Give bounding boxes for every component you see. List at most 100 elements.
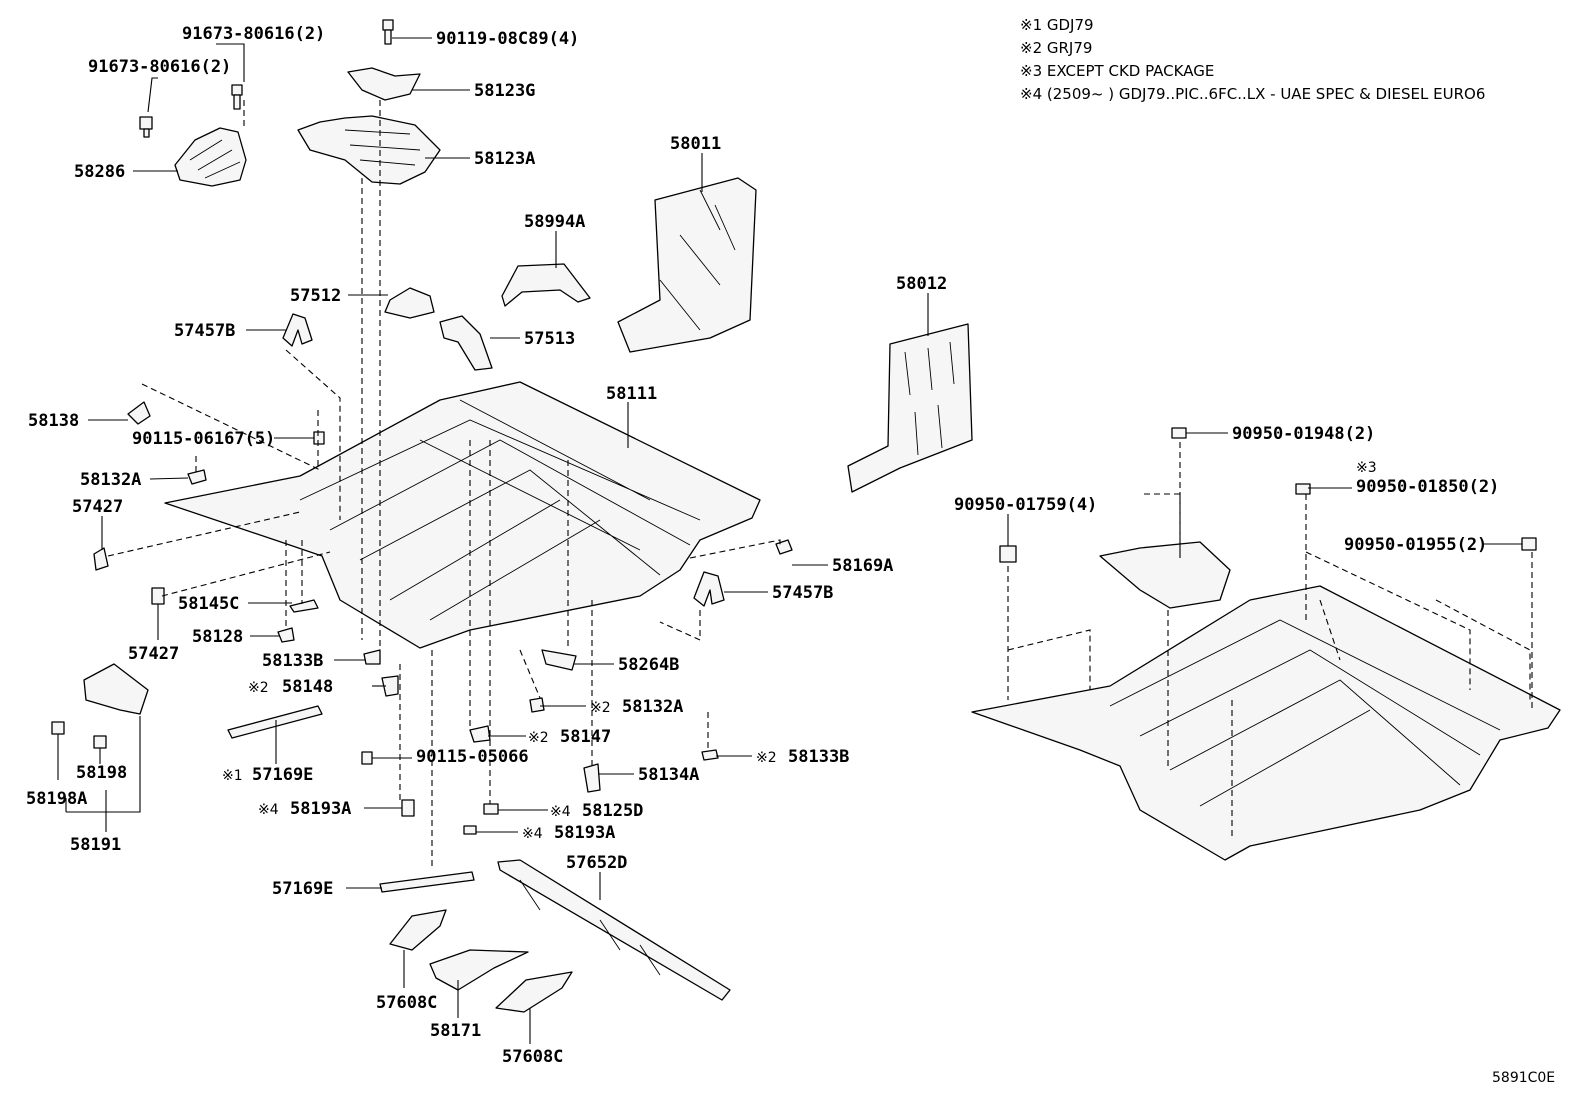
label-91673-a: 91673-80616(2) (182, 24, 325, 44)
part-57608C-left-shape (389, 909, 447, 951)
part-57169E-lower-shape (379, 871, 475, 893)
label-58286: 58286 (74, 162, 125, 182)
mark-58147: ※2 (528, 730, 549, 746)
part-58198-shape (93, 735, 107, 749)
label-58193A-right: 58193A (554, 823, 615, 843)
part-57512-shape (384, 287, 435, 319)
part-58147-shape (469, 725, 491, 743)
label-90115-06167: 90115-06167(5) (132, 429, 275, 449)
part-58111-floor-shape (164, 381, 761, 649)
label-57427-top: 57427 (72, 497, 123, 517)
label-58132A-right: 58132A (622, 697, 683, 717)
label-57169E-upper: 57169E (252, 765, 313, 785)
label-90950-01850: 90950-01850(2) (1356, 477, 1499, 497)
label-58138: 58138 (28, 411, 79, 431)
bolt-91673-left (139, 116, 153, 138)
label-57457B-top: 57457B (174, 321, 235, 341)
part-58198A-shape (51, 721, 65, 735)
part-58138-shape (127, 401, 151, 425)
label-58169A: 58169A (832, 556, 893, 576)
label-58133B-right: 58133B (788, 747, 849, 767)
part-57652D-shape (497, 859, 731, 1001)
note-2: ※2 GRJ79 (1020, 39, 1092, 57)
note-3: ※3 EXCEPT CKD PACKAGE (1020, 62, 1214, 80)
mark-57169E-upper: ※1 (222, 768, 243, 784)
clip-90950-01948 (1171, 427, 1187, 439)
label-58123A: 58123A (474, 149, 535, 169)
label-58264B: 58264B (618, 655, 679, 675)
part-58286-shape (174, 127, 247, 187)
clip-90950-01759 (999, 545, 1017, 563)
part-58133B-left-shape (363, 649, 381, 665)
mark-58125D: ※4 (550, 804, 571, 820)
label-90950-01759: 90950-01759(4) (954, 495, 1097, 515)
clip-90950-01850 (1295, 483, 1311, 495)
label-91673-b: 91673-80616(2) (88, 57, 231, 77)
note-4: ※4 (2509~ ) GDJ79..PIC..6FC..LX - UAE SP… (1020, 85, 1485, 103)
part-58012-shape (847, 323, 973, 493)
diagram-code: 5891C0E (1492, 1070, 1555, 1086)
label-57457B-right: 57457B (772, 583, 833, 603)
part-57608C-right-shape (495, 971, 573, 1013)
part-57513-shape (439, 315, 493, 371)
mark-58193A-left: ※4 (258, 802, 279, 818)
note-1: ※1 GDJ79 (1020, 16, 1094, 34)
label-58198A: 58198A (26, 789, 87, 809)
label-58012: 58012 (896, 274, 947, 294)
part-57427-top-shape (93, 547, 109, 571)
bolt-91673-right (231, 84, 243, 110)
label-58994A: 58994A (524, 212, 585, 232)
part-58011-shape (617, 177, 757, 353)
label-58133B-left: 58133B (262, 651, 323, 671)
label-57608C-right: 57608C (502, 1047, 563, 1067)
mark-58193A-right: ※4 (522, 826, 543, 842)
label-58171: 58171 (430, 1021, 481, 1041)
part-58133B-right-shape (701, 749, 719, 761)
part-58169A-shape (775, 539, 793, 555)
mark-90950-01850: ※3 (1356, 460, 1377, 476)
label-58111: 58111 (606, 384, 657, 404)
label-58132A-left: 58132A (80, 470, 141, 490)
part-58193A-left-shape (401, 799, 415, 817)
label-58198: 58198 (76, 763, 127, 783)
part-58134A-shape (583, 763, 601, 793)
label-58147: 58147 (560, 727, 611, 747)
part-58132A-left-shape (187, 469, 207, 485)
label-58148: 58148 (282, 677, 333, 697)
label-57652D: 57652D (566, 853, 627, 873)
notes-block: ※1 GDJ79 ※2 GRJ79 ※3 EXCEPT CKD PACKAGE … (1020, 16, 1485, 103)
part-58171-shape (429, 949, 529, 991)
mark-58148: ※2 (248, 680, 269, 696)
label-57512: 57512 (290, 286, 341, 306)
part-58128-shape (277, 627, 295, 643)
label-57169E-lower: 57169E (272, 879, 333, 899)
label-90950-01948: 90950-01948(2) (1232, 424, 1375, 444)
part-58123A-shape (297, 115, 441, 185)
part-57457B-right-shape (693, 571, 725, 607)
bolt-90115-06167 (313, 431, 325, 445)
bolt-90115-05066 (361, 751, 373, 765)
mark-58132A-right: ※2 (590, 700, 611, 716)
label-58011: 58011 (670, 134, 721, 154)
label-58128: 58128 (192, 627, 243, 647)
label-57427-bottom: 57427 (128, 644, 179, 664)
clip-90950-01955 (1521, 537, 1537, 551)
part-58125D-shape (483, 803, 499, 815)
label-57513: 57513 (524, 329, 575, 349)
label-58191: 58191 (70, 835, 121, 855)
part-58145C-shape (289, 599, 319, 613)
assembly-cover-shape (1099, 541, 1231, 609)
label-90115-05066: 90115-05066 (416, 747, 529, 767)
part-58191-shape (83, 663, 149, 715)
label-58123G: 58123G (474, 81, 535, 101)
part-58132A-right-shape (529, 697, 545, 713)
part-58193A-right-shape (463, 825, 477, 835)
label-58193A-left: 58193A (290, 799, 351, 819)
part-58148-shape (381, 675, 399, 697)
label-58125D: 58125D (582, 801, 643, 821)
mark-58133B-right: ※2 (756, 750, 777, 766)
part-58264B-shape (541, 649, 577, 671)
part-58123G-shape (347, 67, 421, 101)
assembly-floor-shape (971, 585, 1561, 861)
